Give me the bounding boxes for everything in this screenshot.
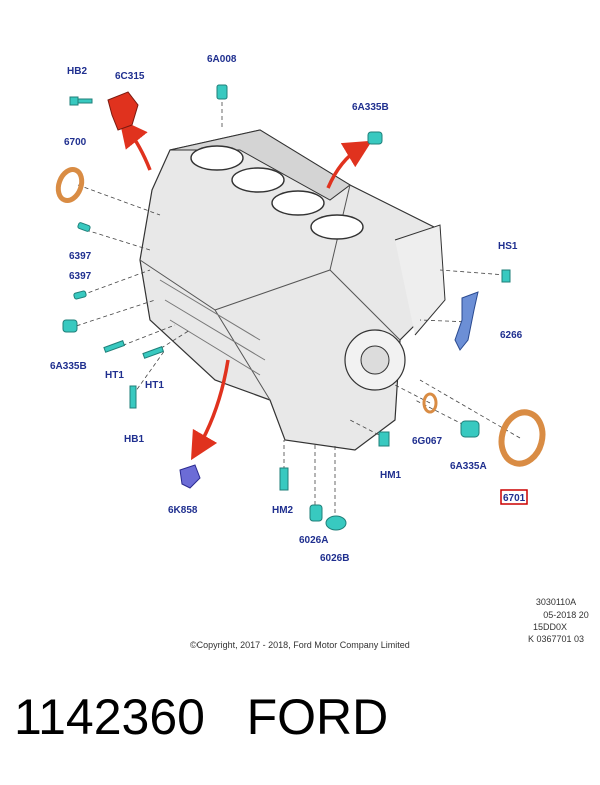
seal-6g067-icon — [422, 392, 438, 414]
ref-code-4: K 0367701 03 — [528, 634, 584, 644]
label-6397-b: 6397 — [69, 271, 92, 282]
plug-6a008-icon — [216, 84, 228, 100]
label-6397-a: 6397 — [69, 251, 92, 262]
bolt-hb2-icon — [69, 96, 93, 106]
plug-hm1-icon — [378, 431, 390, 447]
sensor-6c315-icon — [107, 91, 139, 131]
ref-code-2: 05-2018 20 — [543, 610, 589, 620]
label-6a008: 6A008 — [207, 54, 237, 65]
label-6g067: 6G067 — [412, 436, 442, 447]
bracket-6266-icon — [454, 291, 479, 351]
sensor-6k858-icon — [179, 464, 201, 489]
bolt-hm2-icon — [279, 467, 289, 491]
ref-code-1: 3030110A — [536, 597, 576, 607]
label-6c315: 6C315 — [115, 71, 145, 82]
label-6700: 6700 — [64, 137, 87, 148]
label-hm2: HM2 — [272, 505, 294, 516]
bolt-ht1-a-icon — [103, 340, 126, 353]
bolt-ht1-b-icon — [142, 346, 165, 359]
label-hb2: HB2 — [67, 66, 87, 77]
label-6a335b-top: 6A335B — [352, 102, 389, 113]
plug-6a335b-left-icon — [62, 319, 78, 333]
seal-6700-icon — [55, 167, 85, 203]
label-6a335a: 6A335A — [450, 461, 487, 472]
dowel-6397-a-icon — [77, 222, 91, 232]
leader-lines — [69, 95, 521, 520]
label-hs1: HS1 — [498, 241, 518, 252]
plug-6026a-icon — [309, 504, 323, 522]
red-arrows — [119, 119, 373, 461]
label-6701: 6701 — [503, 493, 526, 504]
label-hm1: HM1 — [380, 470, 402, 481]
seal-6701-icon — [498, 409, 546, 467]
plug-6026b-icon — [325, 515, 347, 531]
engine-block — [139, 129, 446, 451]
label-hb1: HB1 — [124, 434, 144, 445]
label-6266: 6266 — [500, 330, 523, 341]
copyright-text: ©Copyright, 2017 - 2018, Ford Motor Comp… — [190, 640, 410, 650]
label-ht1-a: HT1 — [105, 370, 124, 381]
dowel-6397-b-icon — [73, 290, 87, 300]
label-6026a: 6026A — [299, 535, 328, 546]
plug-6a335b-top-icon — [367, 131, 383, 145]
label-6k858: 6K858 — [168, 505, 198, 516]
ref-code-3: 15DD0X — [533, 622, 567, 632]
engine-block-exploded-diagram: HB2 6C315 6A008 6A335B 6700 6397 6397 6A… — [50, 54, 589, 650]
highlight-box-6701 — [500, 489, 528, 505]
label-ht1-b: HT1 — [145, 380, 164, 391]
bolt-hs1-icon — [501, 269, 511, 283]
plug-6a335a-icon — [460, 420, 480, 438]
bolt-hb1-icon — [129, 385, 137, 409]
label-6026b: 6026B — [320, 553, 349, 564]
part-number-title: 1142360 FORD — [14, 689, 389, 745]
label-6a335b-left: 6A335B — [50, 361, 87, 372]
